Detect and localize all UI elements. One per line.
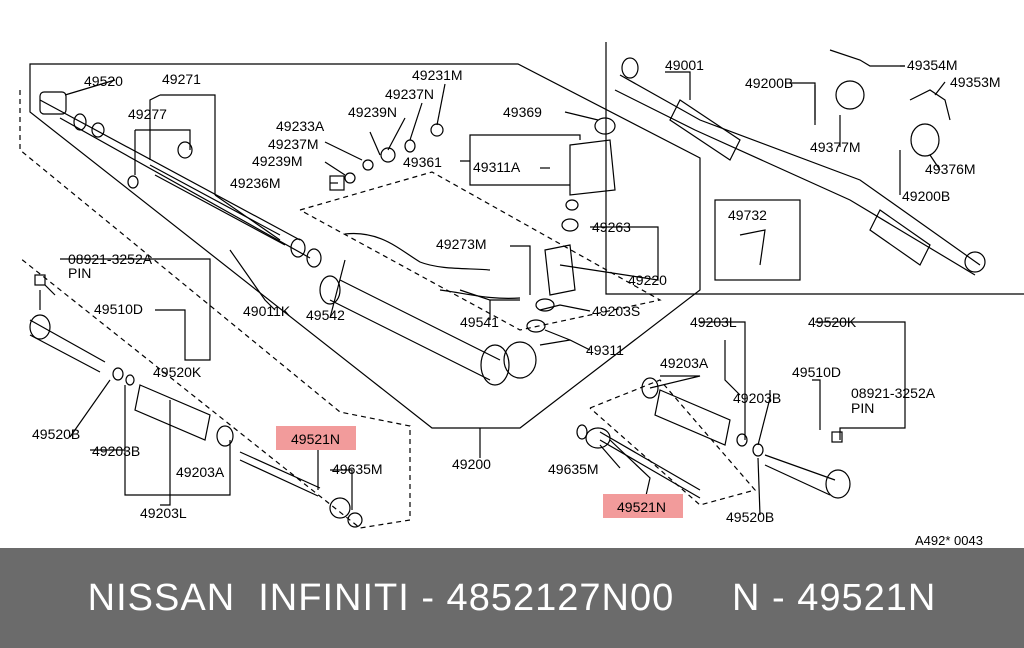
callout-49520: 49520 (84, 73, 123, 89)
callout-49635m-right: 49635M (548, 461, 599, 477)
footer-caption: NISSAN INFINITI - 4852127N00 N - 49521N (87, 576, 937, 619)
callout-49311: 49311 (586, 342, 624, 358)
callout-49239n: 49239N (348, 104, 397, 120)
callout-49277: 49277 (128, 106, 167, 122)
callout-49635m-left: 49635M (332, 461, 383, 477)
callout-49361: 49361 (403, 154, 442, 170)
callout-49231m: 49231M (412, 67, 463, 83)
callout-49520b-left: 49520B (32, 426, 80, 442)
callout-49237m: 49237M (268, 136, 319, 152)
callout-49239m: 49239M (252, 153, 303, 169)
callout-49233a: 49233A (276, 118, 325, 134)
callout-49203b-right: 49203B (733, 390, 781, 406)
callout-49542: 49542 (306, 307, 345, 323)
callout-49521n-left: 49521N (291, 431, 340, 447)
callout-49237n: 49237N (385, 86, 434, 102)
callout-49220: 49220 (628, 272, 667, 288)
callout-pin-right: PIN (851, 400, 874, 416)
callout-49203b-left: 49203B (92, 443, 140, 459)
callout-49271: 49271 (162, 71, 201, 87)
callout-pin-left: PIN (68, 265, 91, 281)
footer-caption-bar: NISSAN INFINITI - 4852127N00 N - 49521N (0, 548, 1024, 648)
callout-49377m: 49377M (810, 139, 861, 155)
diagram-linework (19, 42, 1024, 529)
callout-49521n-right: 49521N (617, 499, 666, 515)
callout-49520k-left: 49520K (153, 364, 202, 380)
callout-49354m: 49354M (907, 57, 958, 73)
callout-49376m: 49376M (925, 161, 976, 177)
callout-49001: 49001 (665, 57, 704, 73)
callout-49520k-right: 49520K (808, 314, 857, 330)
callout-49203l-right: 49203L (690, 314, 737, 330)
callout-49510d-left: 49510D (94, 301, 143, 317)
callout-08921-3252a-left: 08921-3252A (68, 251, 153, 267)
callout-49203a-left: 49203A (176, 464, 225, 480)
callout-49203l-left: 49203L (140, 505, 187, 521)
callout-49732: 49732 (728, 207, 767, 223)
highlight-49521n-left (276, 426, 356, 450)
callout-49200b-bottom: 49200B (902, 188, 950, 204)
parts-diagram: 49520 49271 49277 49231M 49237N 49239N 4… (19, 42, 1024, 548)
part-callouts: 49520 49271 49277 49231M 49237N 49239N 4… (32, 57, 1001, 548)
callout-49263: 49263 (592, 219, 631, 235)
callout-49520b-right: 49520B (726, 509, 774, 525)
callout-49203a-right: 49203A (660, 355, 709, 371)
callout-49311a: 49311A (473, 159, 521, 175)
highlight-49521n-right (603, 494, 683, 518)
callout-49510d-right: 49510D (792, 364, 841, 380)
callout-49200: 49200 (452, 456, 491, 472)
callout-49541: 49541 (460, 314, 499, 330)
callout-49369: 49369 (503, 104, 542, 120)
callout-49203s: 49203S (592, 303, 640, 319)
reference-code: A492* 0043 (915, 533, 983, 548)
callout-49011k: 49011K (243, 303, 291, 319)
callout-49200b-top: 49200B (745, 75, 793, 91)
callout-49236m: 49236M (230, 175, 281, 191)
callout-49353m: 49353M (950, 74, 1001, 90)
callout-08921-3252a-right: 08921-3252A (851, 385, 936, 401)
callout-49273m: 49273M (436, 236, 487, 252)
